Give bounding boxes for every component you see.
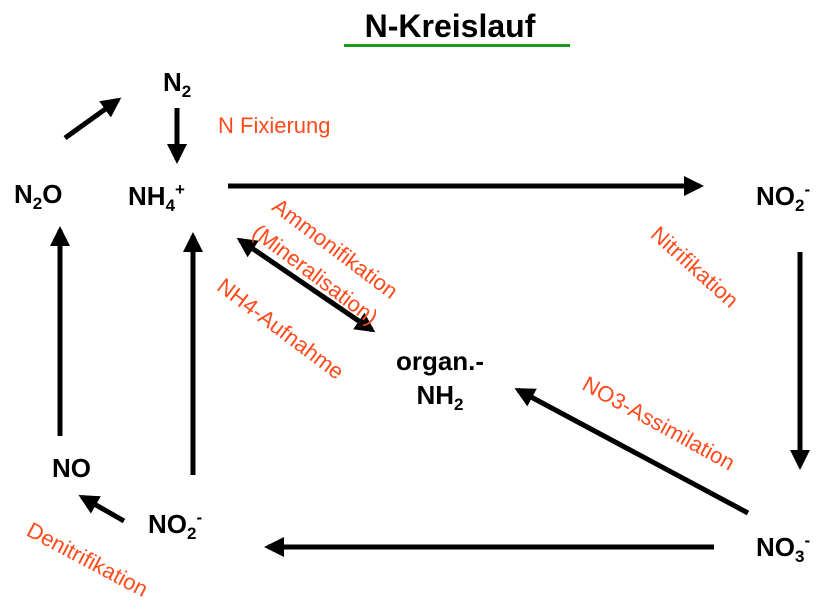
node-n2: N2 — [163, 67, 192, 101]
title-underline — [344, 44, 570, 47]
label-n-fixierung: N Fixierung — [218, 113, 331, 138]
arrow-no2-left-to-no — [78, 494, 126, 524]
node-nh4: NH4+ — [128, 180, 185, 215]
node-no: NO — [52, 453, 91, 483]
arrow-nh4-organ-double — [236, 237, 376, 333]
diagram-title: N-Kreislauf — [364, 8, 536, 44]
node-no3: NO3- — [756, 531, 811, 566]
arrow-n2o-to-n2 — [63, 97, 122, 141]
arrow-no3-to-organ — [514, 387, 750, 516]
node-organ-nh2: organ.- NH2 — [395, 346, 485, 414]
node-no2-right: NO2- — [756, 180, 811, 215]
node-n2o: N2O — [14, 179, 63, 213]
node-no2-left: NO2- — [148, 508, 203, 543]
